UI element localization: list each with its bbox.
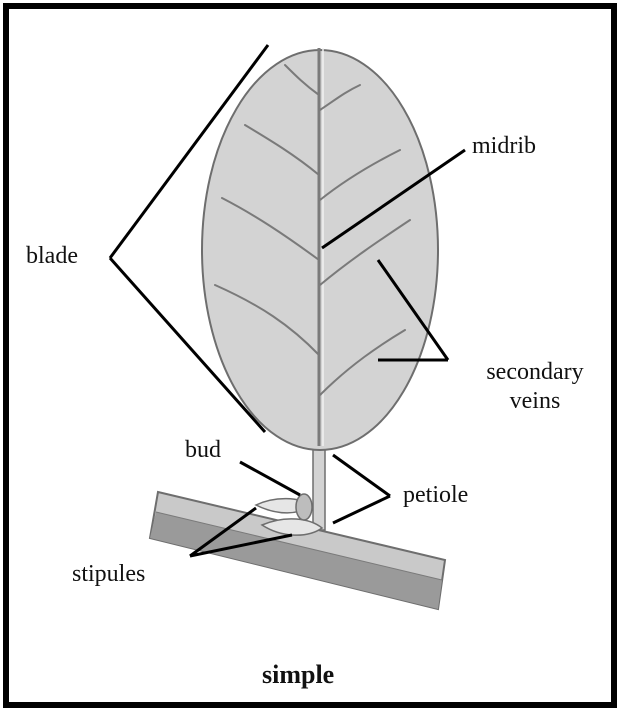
label-secondary-veins: secondary veins [455, 358, 615, 416]
diagram-caption: simple [262, 660, 334, 690]
petiole [313, 440, 325, 530]
label-secondary-veins-line1: secondary [486, 359, 583, 385]
label-secondary-veins-line2: veins [510, 388, 561, 414]
label-midrib: midrib [472, 134, 536, 158]
label-stipules: stipules [72, 562, 145, 586]
label-bud: bud [185, 438, 221, 462]
label-petiole: petiole [403, 483, 468, 507]
bud [296, 494, 312, 520]
label-blade: blade [26, 244, 78, 268]
